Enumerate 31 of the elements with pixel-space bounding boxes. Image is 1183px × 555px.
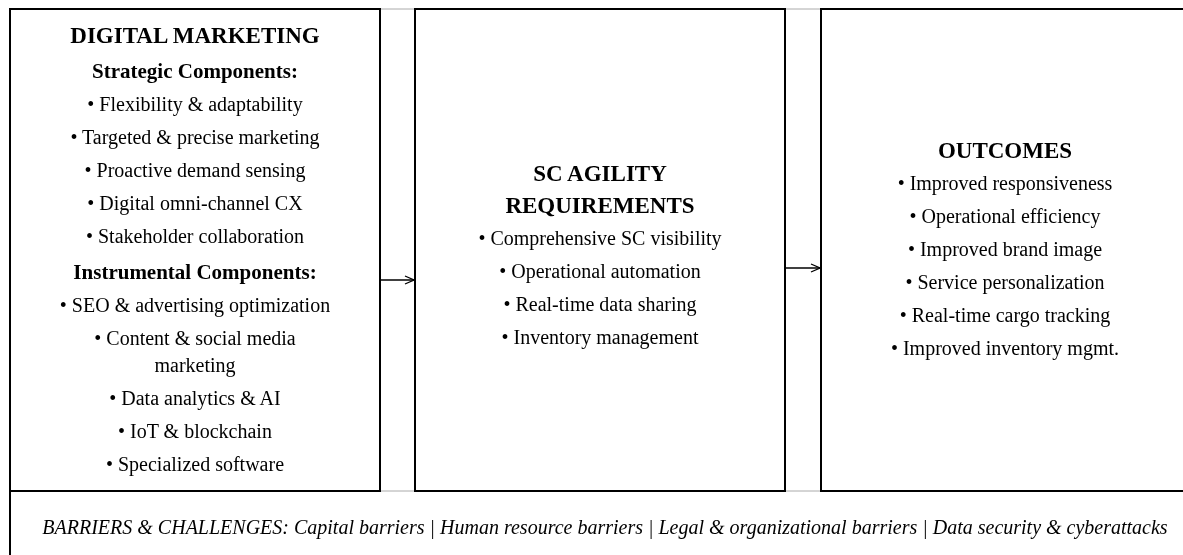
box-heading: SC AGILITY REQUIREMENTS <box>504 160 696 220</box>
barriers-text: BARRIERS & CHALLENGES: Capital barriers | Human resource barriers | Legal & organizational barriers | Data security & cyberattacks <box>42 514 1168 540</box>
bullet-item: • Data analytics & AI <box>109 385 281 412</box>
bullet-item: • Inventory management <box>501 325 699 351</box>
section-heading: Strategic Components: <box>92 57 298 85</box>
arrow <box>380 275 415 285</box>
bullet-item: • Specialized software <box>105 451 284 478</box>
bullet-item: • Proactive demand sensing <box>84 157 306 184</box>
box-heading: OUTCOMES <box>937 137 1073 165</box>
bullet-item: • Operational efficiency <box>909 204 1101 230</box>
bullet-item: • Digital omni-channel CX <box>87 190 303 217</box>
process-box <box>414 8 786 492</box>
bullet-item: • SEO & advertising optimization <box>59 292 331 319</box>
section-heading: Instrumental Components: <box>73 258 317 286</box>
bullet-item: • Improved inventory mgmt. <box>890 336 1120 362</box>
bullet-item: • Improved brand image <box>907 237 1103 263</box>
bullet-item: • Flexibility & adaptability <box>87 91 303 118</box>
bullet-item: • Real-time data sharing <box>503 292 697 318</box>
box-heading: DIGITAL MARKETING <box>70 21 320 50</box>
bullet-item: • Content & social media marketing <box>93 325 297 379</box>
bullet-item: • Comprehensive SC visibility <box>478 226 722 252</box>
arrow <box>785 263 821 273</box>
process-box <box>820 8 1183 492</box>
bullet-item: • Real-time cargo tracking <box>899 303 1111 329</box>
bullet-item: • Service personalization <box>905 270 1105 296</box>
bullet-item: • Stakeholder collaboration <box>85 223 304 249</box>
bullet-item: • Improved responsiveness <box>897 171 1113 197</box>
bullet-item: • IoT & blockchain <box>118 418 272 444</box>
process-box <box>9 8 381 492</box>
bullet-item: • Targeted & precise marketing <box>70 124 320 151</box>
bullet-item: • Operational automation <box>499 259 701 285</box>
